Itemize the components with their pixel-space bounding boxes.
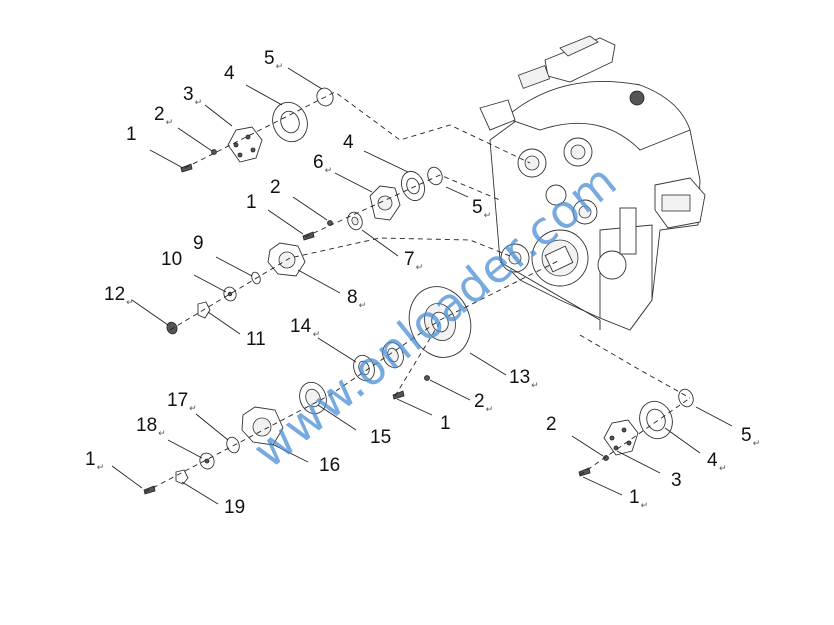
gearbox-housing bbox=[479, 35, 706, 331]
seal-14 bbox=[353, 354, 375, 382]
callout-l1a: 1 bbox=[126, 124, 137, 145]
callout-l2b: 2 bbox=[270, 177, 281, 198]
seal-7 bbox=[347, 211, 363, 231]
gasket-4c bbox=[639, 400, 673, 440]
callout-l6: 6 bbox=[313, 152, 324, 173]
callout-l7: 7 bbox=[404, 249, 415, 270]
return-mark-l1e: ↵ bbox=[641, 501, 649, 511]
callout-l4b: 4 bbox=[343, 132, 354, 153]
callout-l10: 10 bbox=[161, 249, 182, 270]
return-mark-l6: ↵ bbox=[325, 166, 333, 176]
callout-l18: 18 bbox=[136, 415, 157, 436]
return-mark-l2a: ↵ bbox=[166, 118, 174, 128]
return-mark-l4c: ↵ bbox=[719, 464, 727, 474]
cover-13 bbox=[408, 286, 472, 358]
return-mark-l8: ↵ bbox=[359, 301, 367, 311]
leader-lines bbox=[111, 67, 733, 505]
return-marks: ↵ ↵ ↵ ↵ ↵ ↵ ↵ ↵ ↵ ↵ ↵ ↵ ↵ ↵ ↵ ↵ ↵ bbox=[97, 62, 761, 511]
callout-l4c: 4 bbox=[707, 450, 718, 471]
flange-8 bbox=[267, 242, 306, 277]
callout-l11: 11 bbox=[246, 329, 266, 350]
return-mark-l14: ↵ bbox=[313, 330, 321, 340]
callout-labels: 1 2 3 4 5 4 6 5 1 2 7 9 10 8 12 11 14 13… bbox=[85, 48, 752, 518]
callout-l1e: 1 bbox=[629, 487, 640, 508]
assembly-axes bbox=[144, 91, 691, 493]
callout-l14: 14 bbox=[290, 316, 312, 337]
callout-l4a: 4 bbox=[224, 63, 235, 84]
return-mark-l7: ↵ bbox=[416, 263, 424, 273]
callout-l16: 16 bbox=[319, 455, 340, 476]
return-mark-l1d: ↵ bbox=[97, 463, 105, 473]
callout-l5a: 5 bbox=[264, 48, 275, 69]
washer-2c bbox=[424, 375, 430, 381]
callout-l2d: 2 bbox=[546, 414, 557, 435]
return-mark-l2c: ↵ bbox=[486, 405, 494, 415]
callout-l12: 12 bbox=[104, 284, 125, 305]
callout-l5b: 5 bbox=[472, 197, 483, 218]
return-mark-l5a: ↵ bbox=[276, 62, 284, 72]
return-mark-l17: ↵ bbox=[189, 404, 197, 414]
callout-l13: 13 bbox=[509, 367, 530, 388]
return-mark-l5b: ↵ bbox=[484, 211, 492, 221]
nut-12 bbox=[166, 321, 178, 335]
gasket-4b bbox=[401, 170, 425, 202]
lock-plate-19 bbox=[175, 469, 189, 485]
callout-l2c: 2 bbox=[474, 391, 485, 412]
callout-l5c: 5 bbox=[741, 425, 752, 446]
cover-3b bbox=[603, 419, 639, 456]
callout-l17: 17 bbox=[167, 390, 188, 411]
callout-l1d: 1 bbox=[85, 449, 96, 470]
bolt-1b bbox=[302, 231, 315, 241]
callout-l2a: 2 bbox=[154, 104, 165, 125]
return-mark-l13: ↵ bbox=[531, 381, 539, 391]
washer-2a bbox=[211, 149, 217, 155]
callout-l3b: 3 bbox=[671, 470, 682, 491]
return-mark-l18: ↵ bbox=[158, 429, 166, 439]
washer-2d bbox=[603, 455, 609, 461]
cover-3a bbox=[227, 126, 263, 163]
o-ring-5b bbox=[427, 166, 443, 186]
o-ring-17 bbox=[226, 436, 240, 454]
callout-l1b: 1 bbox=[246, 192, 257, 213]
washer-10 bbox=[223, 286, 237, 302]
callout-l3a: 3 bbox=[183, 84, 194, 105]
return-mark-l5c: ↵ bbox=[753, 439, 761, 449]
gasket-4a bbox=[272, 101, 308, 143]
callout-l8: 8 bbox=[347, 287, 358, 308]
callout-l19: 19 bbox=[224, 497, 245, 518]
cover-6 bbox=[369, 185, 401, 221]
callout-l9: 9 bbox=[193, 233, 204, 254]
bolt-1c bbox=[392, 390, 405, 400]
return-mark-l12: ↵ bbox=[126, 298, 134, 308]
washer-18 bbox=[199, 452, 215, 470]
callout-l1c: 1 bbox=[440, 413, 451, 434]
return-mark-l3a: ↵ bbox=[195, 98, 203, 108]
callout-l15: 15 bbox=[370, 427, 391, 448]
